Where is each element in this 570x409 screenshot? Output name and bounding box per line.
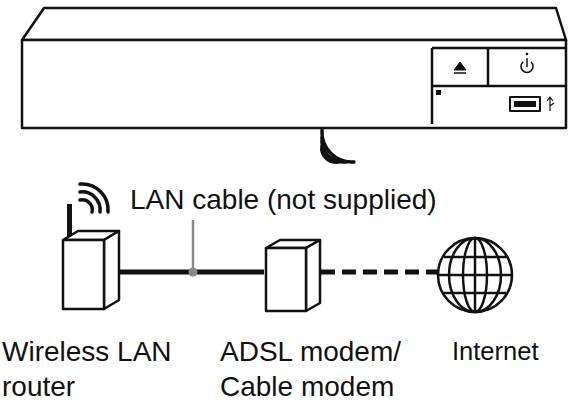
cable-line: [321, 270, 437, 275]
device-icon: [58, 200, 122, 312]
device-icon: [262, 236, 324, 314]
device-caption: Wireless LAN router: [2, 334, 215, 404]
device-caption: ADSL modem/ Cable modem: [220, 334, 438, 404]
blu-ray-player: [22, 8, 566, 128]
cable-label: LAN cable (not supplied): [128, 183, 439, 217]
device-caption: Internet: [452, 334, 569, 369]
leader-dot: [189, 268, 198, 277]
device-icon: [435, 235, 515, 315]
leader-line: [192, 220, 195, 272]
